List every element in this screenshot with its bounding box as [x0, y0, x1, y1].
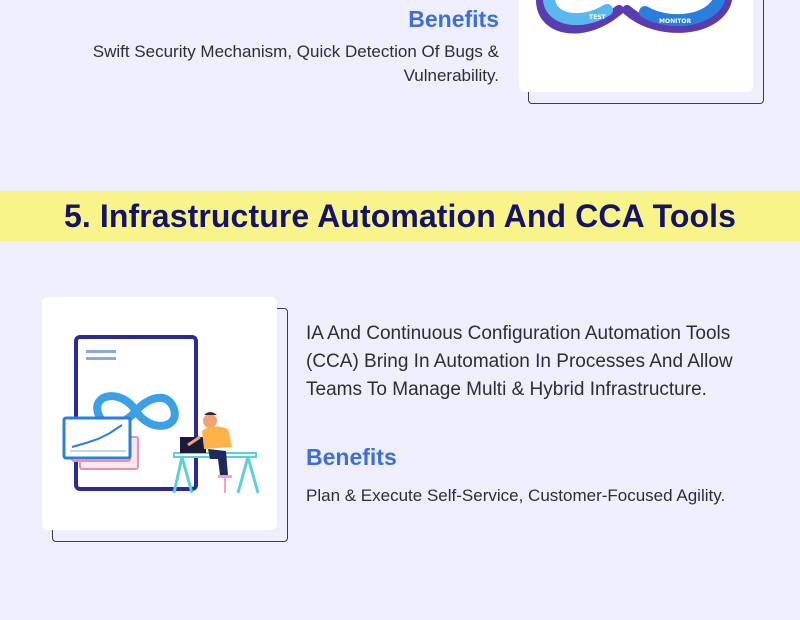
- illustration-label-monitor: MONITOR: [659, 18, 692, 25]
- previous-benefits-text: Swift Security Mechanism, Quick Detectio…: [92, 42, 499, 85]
- previous-benefits-title: Benefits: [408, 6, 499, 32]
- section-heading-banner: 5. Infrastructure Automation And CCA Too…: [0, 191, 800, 241]
- infinity-devops-icon: TEST MONITOR: [536, 0, 732, 34]
- benefits-text: Plan & Execute Self-Service, Customer-Fo…: [306, 486, 726, 505]
- devsecops-illustration-card: TEST MONITOR: [519, 0, 753, 92]
- automation-illustration-card: [42, 297, 277, 530]
- infinity-loop-icon: [93, 392, 179, 430]
- section-description: IA And Continuous Configuration Automati…: [306, 323, 733, 400]
- illustration-label-test: TEST: [589, 14, 607, 21]
- developer-at-desk-illustration: [62, 335, 260, 494]
- section-heading: 5. Infrastructure Automation And CCA Too…: [63, 197, 737, 234]
- benefits-title: Benefits: [306, 444, 397, 470]
